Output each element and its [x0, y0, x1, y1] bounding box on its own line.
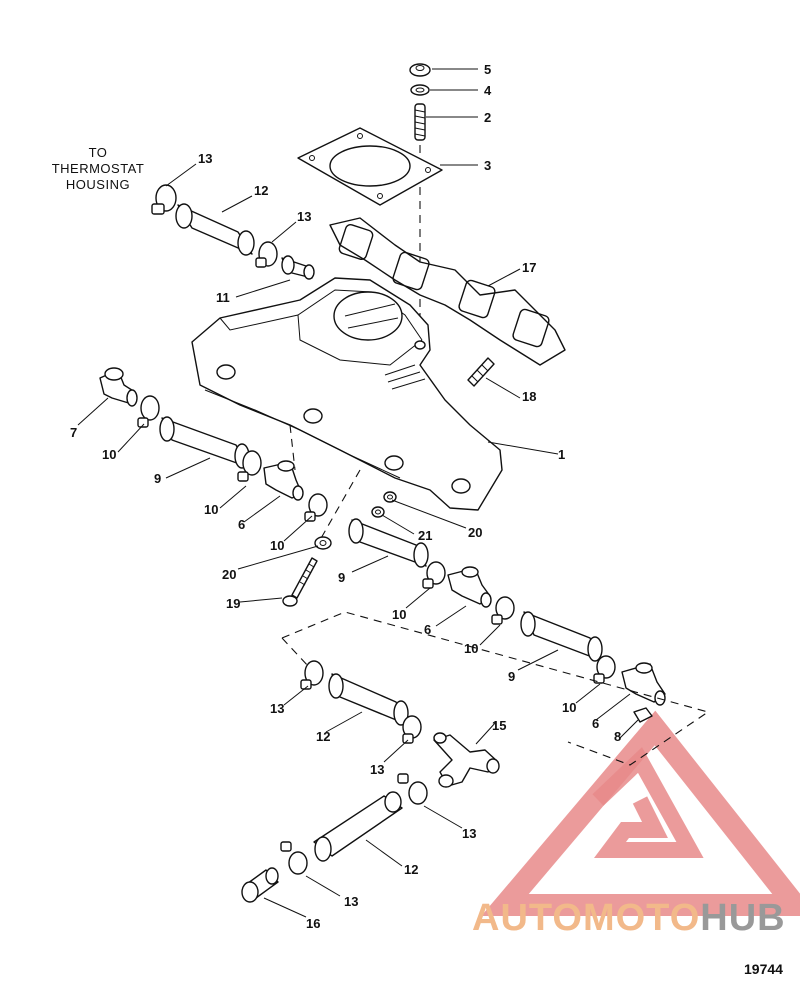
callout-8: 8: [614, 729, 621, 744]
part-clamp-left-2: [237, 450, 262, 482]
watermark-logo: AUTOMOTOHUB: [472, 710, 800, 939]
part-exhaust-manifold: [191, 277, 503, 511]
part-washer-20-left: [314, 536, 332, 550]
callout-10-b: 10: [204, 502, 218, 517]
callout-13-d: 13: [370, 762, 384, 777]
callout-10-c: 10: [270, 538, 284, 553]
part-manifold-gasket: [329, 217, 566, 366]
watermark-text-b: HUB: [700, 897, 785, 939]
part-stud-18: [467, 357, 495, 387]
callout-17: 17: [522, 260, 536, 275]
part-fitting-11: [281, 255, 315, 280]
callout-20-a: 20: [468, 525, 482, 540]
callout-12-b: 12: [316, 729, 330, 744]
part-tee-connector-15: [433, 732, 500, 788]
part-clamp-lower-3: [397, 773, 428, 805]
part-clamp-mid-2: [491, 596, 515, 625]
part-washer-21: [371, 506, 385, 518]
part-hose-9-mid: [348, 518, 429, 568]
callout-19: 19: [226, 596, 240, 611]
callout-5: 5: [484, 62, 491, 77]
callout-13-f: 13: [344, 894, 358, 909]
callout-9-a: 9: [154, 471, 161, 486]
part-hose-clamp-top: [151, 184, 177, 215]
part-hose-12-lower: [328, 673, 409, 726]
callout-12-a: 12: [254, 183, 268, 198]
part-hose-12-bottom: [313, 791, 403, 862]
callout-3: 3: [484, 158, 491, 173]
part-elbow-fitting-7: [99, 367, 138, 407]
part-washer-20-right: [383, 491, 397, 503]
part-hose-top: [175, 203, 255, 256]
part-clamp-left-3: [304, 493, 328, 522]
part-nut: [409, 63, 431, 77]
callout-13-e: 13: [462, 826, 476, 841]
part-washer: [410, 84, 430, 96]
callout-7: 7: [70, 425, 77, 440]
watermark-g-mark: [592, 747, 704, 858]
part-plate-gasket: [297, 127, 443, 206]
callout-6-b: 6: [424, 622, 431, 637]
callout-10-f: 10: [562, 700, 576, 715]
callout-13-a: 13: [198, 151, 212, 166]
part-tee-fitting-6-right: [621, 662, 666, 706]
callout-2: 2: [484, 110, 491, 125]
part-hose-clamp-top-2: [255, 241, 278, 268]
callout-11: 11: [216, 290, 230, 305]
part-stud-top: [414, 103, 426, 141]
callout-1: 1: [558, 447, 565, 462]
part-clamp-lower-2: [402, 715, 422, 744]
callout-16: 16: [306, 916, 320, 931]
part-tee-fitting-6-left: [263, 460, 304, 501]
note-line-2: THERMOSTAT: [52, 161, 145, 176]
part-clamp-bottom: [280, 841, 308, 875]
part-bolt-19: [282, 557, 318, 607]
part-clamp-mid-1: [422, 561, 446, 589]
callout-13-c: 13: [270, 701, 284, 716]
note-line-1: TO: [89, 145, 108, 160]
callout-21: 21: [418, 528, 432, 543]
svg-text:AUTOMOTOHUB: AUTOMOTOHUB: [472, 897, 786, 939]
note-line-3: HOUSING: [66, 177, 130, 192]
watermark-text-a: AUTOMOTO: [472, 897, 700, 939]
callout-10-d: 10: [392, 607, 406, 622]
part-tee-fitting-6-mid: [447, 566, 492, 608]
callout-labels: 5 4 2 3 13 12 13 17 11 18 7 1 10 9 10 6 …: [70, 62, 621, 931]
callout-6-c: 6: [592, 716, 599, 731]
callout-15: 15: [492, 718, 506, 733]
callout-9-b: 9: [338, 570, 345, 585]
part-hose-9-right: [520, 611, 603, 662]
watermark-triangle: [481, 710, 800, 916]
callout-12-c: 12: [404, 862, 418, 877]
part-drain-plug-8: [633, 707, 653, 723]
callout-10-a: 10: [102, 447, 116, 462]
part-adapter-16: [241, 867, 279, 903]
callout-18: 18: [522, 389, 536, 404]
callout-13-b: 13: [297, 209, 311, 224]
callout-10-e: 10: [464, 641, 478, 656]
thermostat-note: TO THERMOSTAT HOUSING: [52, 145, 145, 192]
callout-6-a: 6: [238, 517, 245, 532]
leader-lines: [77, 68, 639, 918]
callout-4: 4: [484, 83, 492, 98]
callout-9-c: 9: [508, 669, 515, 684]
figure-number: 19744: [744, 961, 783, 977]
part-clamp-left-1: [137, 395, 160, 428]
callout-20-b: 20: [222, 567, 236, 582]
part-clamp-lower-1: [300, 660, 324, 690]
